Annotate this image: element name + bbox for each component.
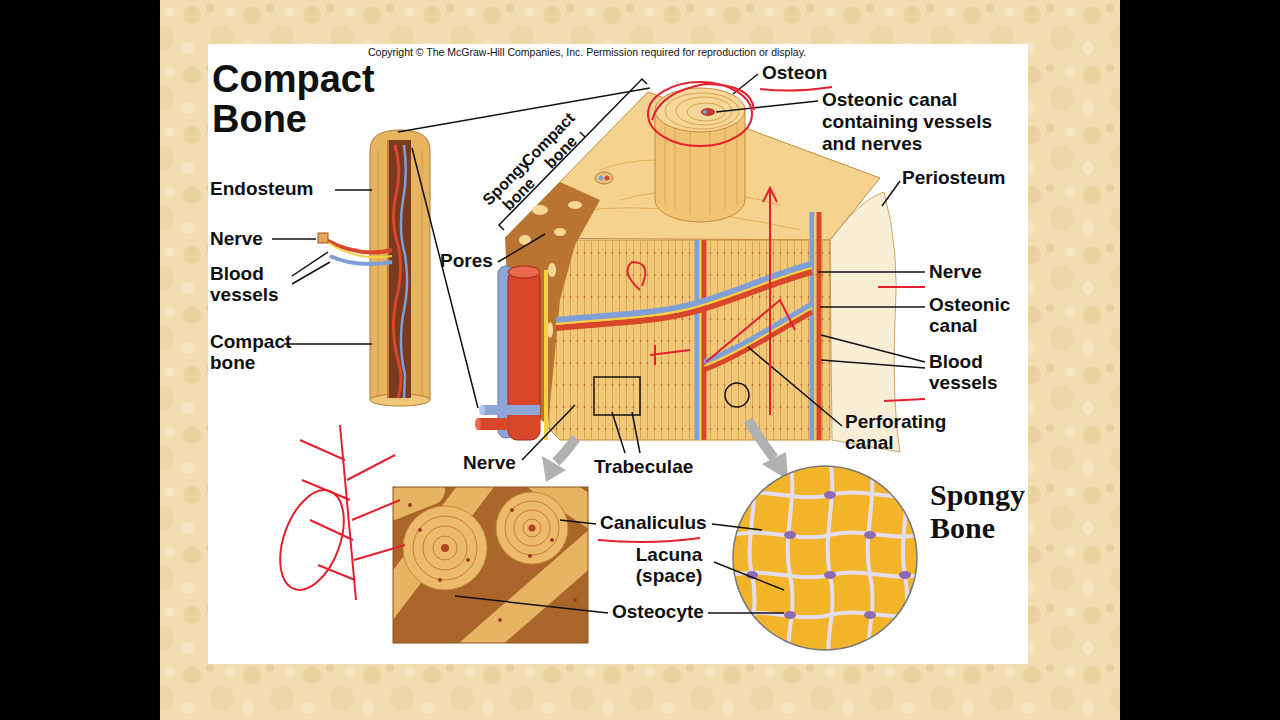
zoom-box [594, 377, 640, 415]
part-label: Osteon [762, 62, 827, 84]
figure-panel [208, 44, 1028, 664]
zoom-circle [725, 383, 749, 407]
osteon-cylinder [655, 88, 745, 222]
bracket [499, 79, 647, 230]
part-label: Canaliculus [600, 512, 707, 534]
part-label: Compact bone [210, 332, 315, 374]
part-label: Nerve [463, 452, 516, 474]
blood-vessels [475, 212, 819, 440]
part-label: Perforating canal [845, 412, 980, 454]
parchment-background [160, 0, 1120, 720]
leader-lines [272, 74, 925, 613]
pen-annotations [268, 82, 925, 600]
zoom-line [412, 148, 478, 408]
part-label: Pores [440, 250, 493, 272]
part-label: Osteonic canal [929, 295, 1029, 337]
section-heading: Spongy Bone [930, 478, 1050, 544]
figure-title: Compact Bone [212, 60, 427, 140]
part-label: Osteonic canal containing vessels and ne… [822, 89, 1022, 155]
part-label: Trabeculae [594, 456, 693, 478]
zoom-arrow [542, 420, 788, 482]
part-label: Blood vessels [210, 264, 305, 306]
copyright-notice: Copyright © The McGraw-Hill Companies, I… [368, 46, 806, 58]
lacunae-inset [730, 462, 920, 656]
part-label: Nerve [929, 261, 982, 283]
part-label: Lacuna (space) [626, 545, 712, 587]
part-label: Periosteum [902, 167, 1005, 189]
part-label: Nerve [210, 228, 263, 250]
trabeculae-inset [393, 487, 588, 643]
part-label: Endosteum [210, 178, 313, 200]
part-label: Osteocyte [612, 601, 704, 623]
part-label: Blood vessels [929, 352, 1029, 394]
long-bone-section [318, 130, 430, 406]
